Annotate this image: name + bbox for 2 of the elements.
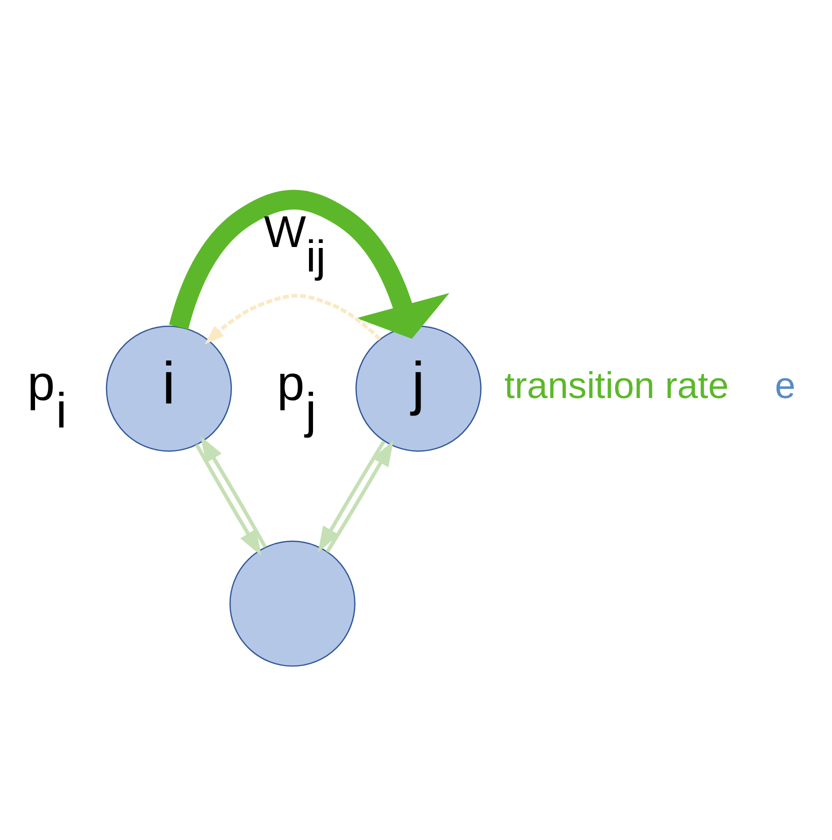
label: e [774,363,796,406]
label: transition rate [504,363,729,406]
